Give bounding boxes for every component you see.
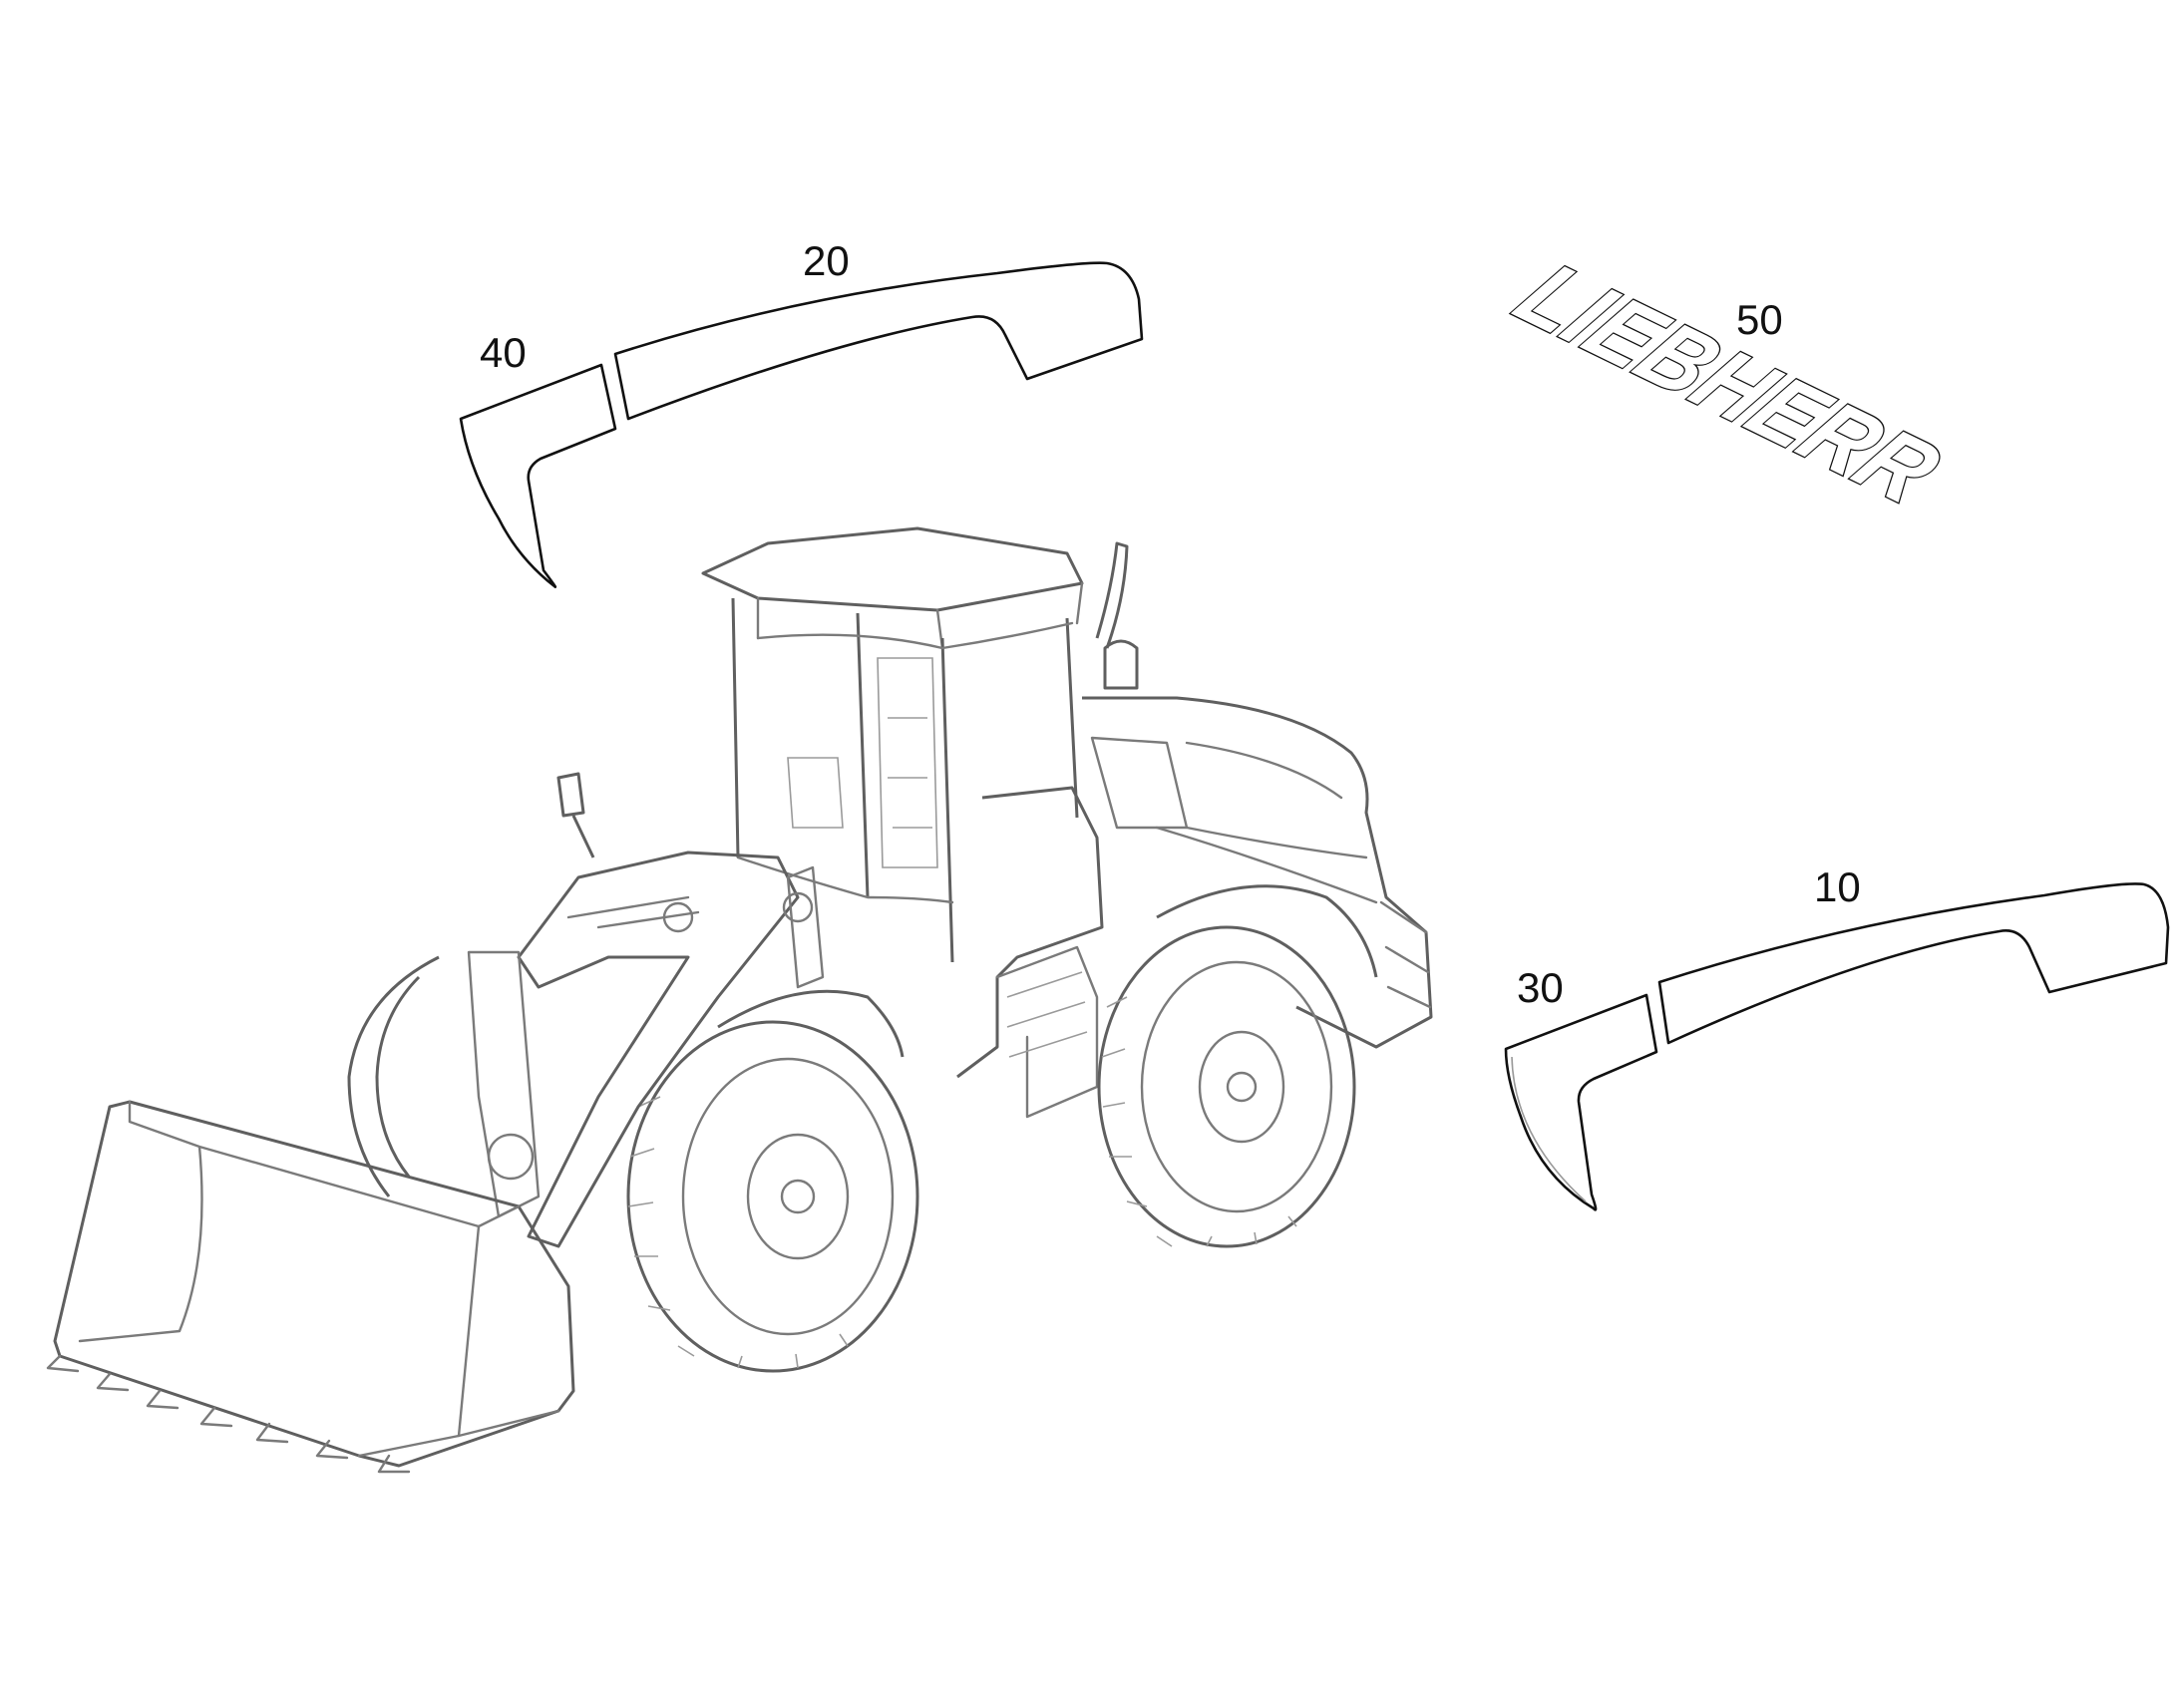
decal-30-edge bbox=[1511, 1056, 1587, 1202]
callout-50: 50 bbox=[1736, 296, 1783, 343]
bucket-teeth bbox=[46, 1354, 411, 1474]
callout-40: 40 bbox=[480, 329, 527, 376]
decal-50-liebherr[interactable]: LIEBHERR bbox=[1495, 243, 1963, 522]
callout-30: 30 bbox=[1517, 964, 1564, 1011]
rear-fender bbox=[1156, 884, 1378, 978]
lift-arm bbox=[517, 851, 800, 1248]
wheel-loader bbox=[46, 526, 1433, 1474]
side-mirror bbox=[556, 772, 595, 858]
bucket bbox=[46, 1100, 575, 1474]
cab-frame bbox=[731, 597, 1079, 963]
rear-body bbox=[956, 786, 1104, 1079]
decal-10[interactable] bbox=[1657, 882, 2170, 1045]
liebherr-logo: LIEBHERR bbox=[1496, 244, 1962, 521]
rear-wheel bbox=[1097, 925, 1356, 1248]
callout-20: 20 bbox=[803, 237, 850, 284]
decal-40[interactable] bbox=[459, 363, 617, 588]
front-fender bbox=[717, 989, 905, 1058]
decal-30[interactable] bbox=[1504, 993, 1658, 1211]
callout-10: 10 bbox=[1814, 863, 1861, 910]
decal-20[interactable] bbox=[613, 261, 1144, 421]
engine-hood bbox=[1082, 696, 1433, 1049]
front-wheel bbox=[626, 1020, 919, 1373]
exhaust-pipe bbox=[1095, 541, 1129, 649]
far-front-wheel bbox=[347, 955, 440, 1197]
beacon-light bbox=[1103, 639, 1139, 690]
cab-roof bbox=[701, 526, 1084, 612]
